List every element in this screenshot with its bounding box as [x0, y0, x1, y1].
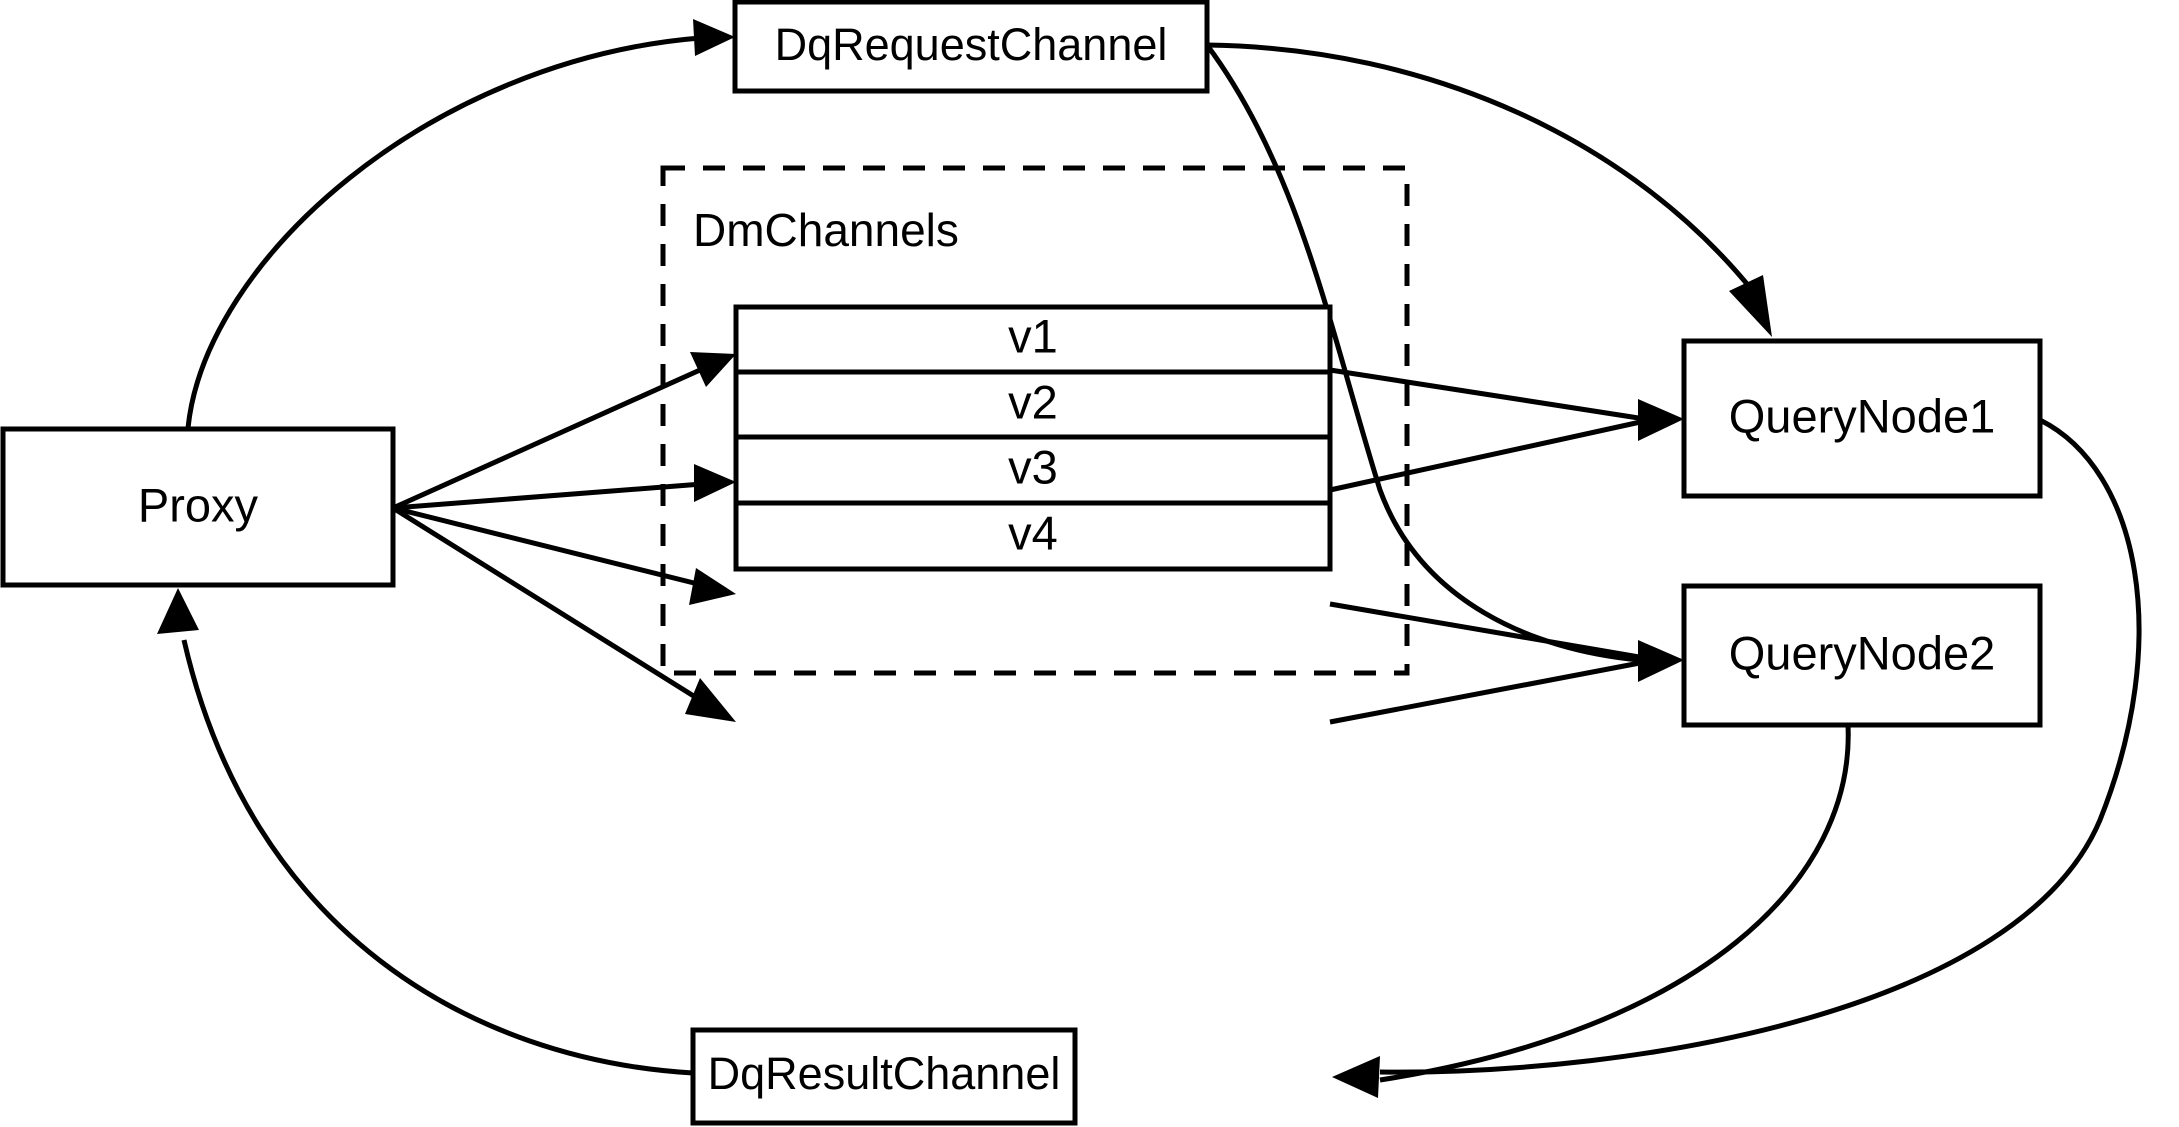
edge-dq-request-channel-to-query-node-1 [1206, 42, 1754, 292]
arrowhead-v2 [694, 464, 736, 502]
arrowhead-v4 [685, 678, 736, 722]
node-query-node-2[interactable]: QueryNode2 [1681, 583, 2043, 728]
arrowhead-query-node-1-top [1729, 275, 1772, 337]
dq-result-channel-label: DqResultChannel [708, 1048, 1061, 1099]
edge-query-node-2-to-dq-result-channel [1379, 724, 1851, 1083]
arrowhead-dq-request-channel-left [693, 19, 735, 56]
proxy-box[interactable] [0, 426, 396, 588]
channel-row-v1-label: v1 [1008, 309, 1058, 362]
arrowhead-query-node-2-left [1638, 640, 1684, 682]
arrowhead-proxy-bottom [157, 588, 199, 634]
dm-channels-label: DmChannels [693, 204, 959, 256]
node-dq-request-channel[interactable]: DqRequestChannel [732, 0, 1210, 94]
dq-result-channel-box[interactable] [690, 1027, 1078, 1126]
edge-proxy-to-v4 [391, 505, 702, 703]
edge-proxy-to-v2 [392, 481, 703, 511]
node-query-node-1[interactable]: QueryNode1 [1681, 338, 2043, 499]
dq-request-channel-label: DqRequestChannel [775, 19, 1168, 70]
channel-stack: v1 v2 v3 v4 [733, 304, 1333, 572]
query-node-1-label: QueryNode1 [1729, 389, 1996, 442]
edge-v2-to-query-node-1 [1329, 418, 1646, 493]
edge-layer [157, 19, 2142, 1098]
query-node-2-label: QueryNode2 [1729, 626, 1996, 679]
proxy-label: Proxy [138, 478, 259, 531]
arrowhead-query-node-1-left [1638, 399, 1684, 441]
arrowhead-v3 [689, 568, 736, 605]
arrowhead-v1 [690, 352, 736, 387]
edge-query-node-1-to-dq-result-channel [1379, 417, 2142, 1075]
node-dq-result-channel[interactable]: DqResultChannel [690, 1027, 1078, 1126]
channel-row-v3-label: v3 [1008, 440, 1058, 493]
edge-v3-to-query-node-2 [1329, 601, 1646, 661]
channel-row-v4-label: v4 [1008, 506, 1058, 559]
edge-v1-to-query-node-1 [1329, 367, 1646, 422]
channel-row-v2-label: v2 [1008, 375, 1058, 428]
dq-request-channel-box[interactable] [732, 0, 1210, 94]
edge-proxy-to-dq-request-channel [185, 35, 701, 429]
edge-dq-result-channel-to-proxy [181, 639, 694, 1076]
dm-channels-group: DmChannels [660, 165, 1410, 676]
edge-v4-to-query-node-2 [1329, 659, 1646, 725]
edge-proxy-to-v1 [391, 367, 702, 511]
query-node-1-box[interactable] [1681, 338, 2043, 499]
edge-proxy-to-v3 [392, 505, 703, 588]
query-node-2-box[interactable] [1681, 583, 2043, 728]
arrowhead-dq-result-channel-right [1332, 1056, 1380, 1098]
edge-dq-request-channel-to-query-node-2 [1204, 43, 1641, 663]
node-proxy[interactable]: Proxy [0, 426, 396, 588]
dm-channels-dashed-border [660, 165, 1410, 676]
